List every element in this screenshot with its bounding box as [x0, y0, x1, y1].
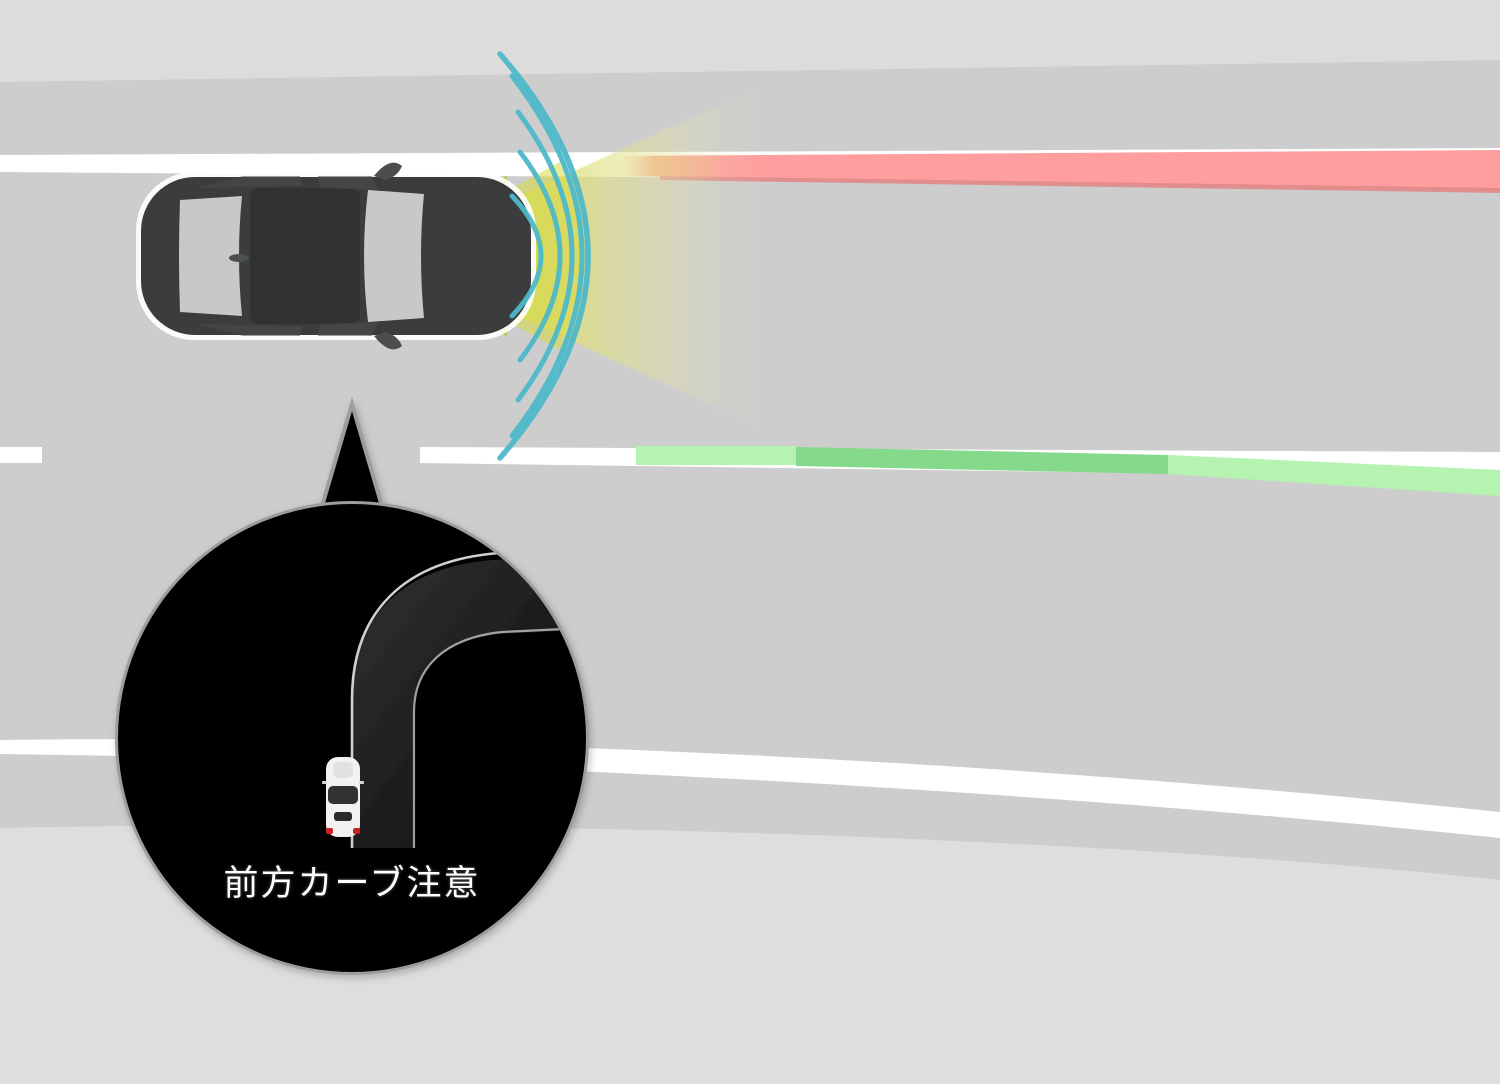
- hud-ego-car-icon: [322, 757, 364, 837]
- radar-arc-1: [509, 193, 544, 319]
- radar-arc-3: [515, 109, 575, 403]
- callout-display: [118, 504, 586, 972]
- detected-lines-group: [620, 150, 1500, 496]
- vehicle-bottom-pillar-left: [196, 324, 302, 336]
- vehicle-roof: [250, 188, 360, 324]
- center-dash-segment: [0, 447, 42, 463]
- radar-wave-arcs: [497, 51, 591, 461]
- radar-arc-4: [509, 73, 585, 439]
- hud-car-taillight-right: [353, 828, 360, 834]
- hud-car-mirror-left: [322, 781, 327, 784]
- detected-outer-lane-line: [620, 150, 1500, 190]
- detected-inner-segment-1: [636, 446, 796, 465]
- hud-car-hood: [333, 762, 353, 778]
- detected-inner-segment-3: [1168, 455, 1500, 496]
- vehicle-windshield: [364, 190, 424, 322]
- radar-arc-5: [497, 51, 591, 461]
- vehicle-rear-window: [179, 196, 242, 316]
- instrument-cluster-callout[interactable]: [115, 396, 589, 975]
- hud-road-outer-edge: [350, 547, 585, 848]
- hud-road-inner-edge: [412, 626, 586, 848]
- vehicle-top-pillar-right: [318, 176, 378, 190]
- vehicle-bottom-pillar-right: [318, 322, 378, 336]
- hud-car-mirror-right: [359, 781, 364, 784]
- vehicle-roof-fin: [229, 254, 249, 262]
- vehicle-mirror-top: [374, 162, 402, 180]
- hud-car-rear-window: [334, 812, 352, 821]
- hud-road-band: [352, 556, 580, 848]
- vehicle-top-pillar-left: [196, 176, 302, 188]
- detected-inner-segment-2: [796, 447, 1168, 474]
- radar-arc-2: [517, 149, 563, 363]
- vehicle-mirror-bottom: [374, 332, 402, 350]
- detected-outer-line-edge: [660, 176, 1500, 193]
- hud-car-taillight-left: [326, 828, 333, 834]
- hud-car-windshield: [328, 786, 358, 804]
- ego-vehicle: [136, 162, 536, 350]
